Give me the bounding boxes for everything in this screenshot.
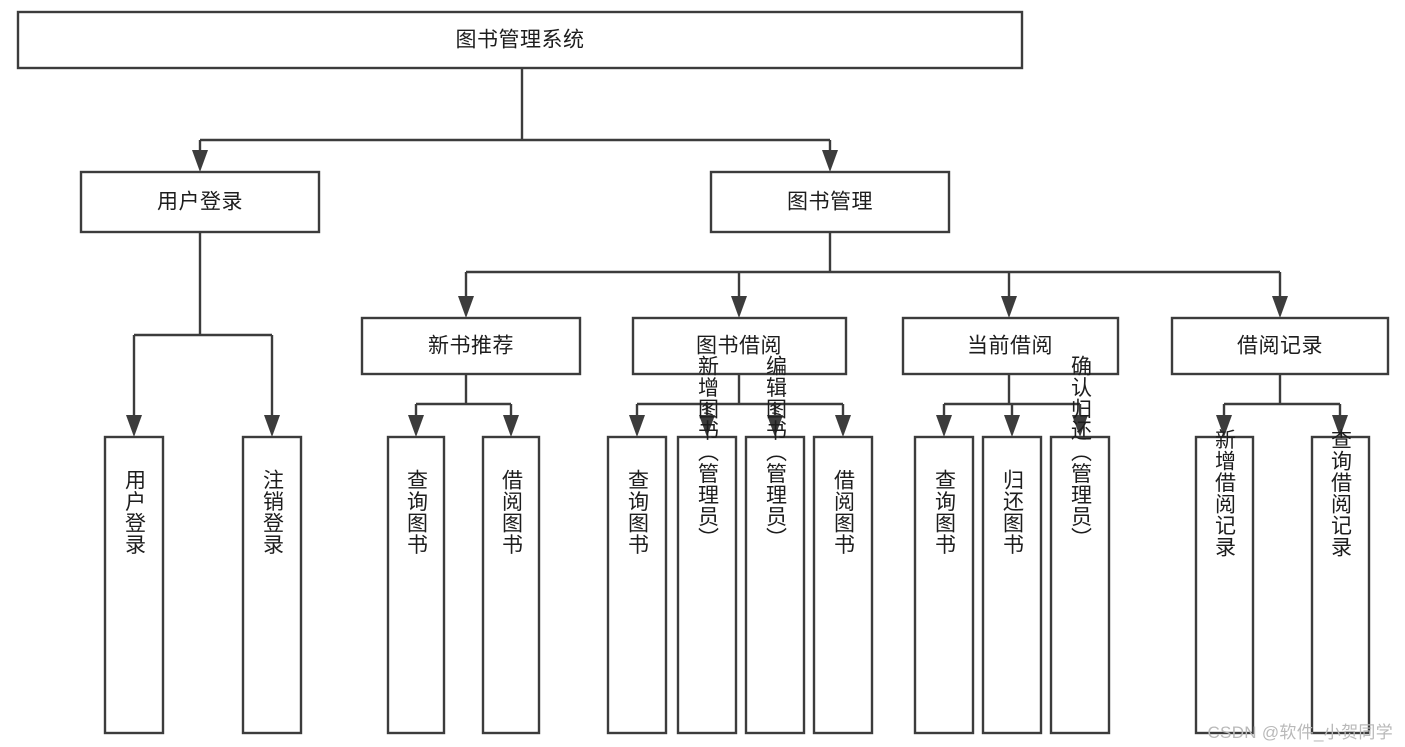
arrow-icon-leaf-user-login — [126, 415, 142, 437]
node-user-login-label: 用户登录 — [157, 191, 243, 214]
node-leaf-user-login-box[interactable] — [103, 435, 165, 735]
node-leaf-user-login[interactable]: 用户登录 — [103, 435, 165, 735]
node-leaf-logout[interactable]: 注销登录 — [241, 435, 303, 735]
node-leaf-query-book-3-label: 查询图书 — [933, 469, 957, 555]
node-borrow-record[interactable]: 借阅记录 — [1170, 316, 1390, 376]
node-book-borrow-box[interactable] — [631, 316, 848, 376]
node-root-label: 图书管理系统 — [456, 29, 585, 52]
node-leaf-user-login-label: 用户登录 — [123, 469, 147, 555]
node-current-borrow-label: 当前借阅 — [967, 335, 1053, 358]
node-leaf-query-book-2-box[interactable] — [606, 435, 668, 735]
arrow-icon-book-management — [822, 150, 838, 172]
arrow-icon-user-login — [192, 150, 208, 172]
node-new-book-recommend[interactable]: 新书推荐 — [360, 316, 582, 376]
arrow-icon-leaf-confirm-return — [1072, 415, 1088, 437]
arrow-icon-leaf-logout — [264, 415, 280, 437]
arrow-icon-new-book-recommend — [458, 296, 474, 318]
arrow-icon-leaf-add-book — [699, 415, 715, 437]
node-leaf-add-book[interactable]: 新增图书（管理员） — [676, 355, 738, 735]
node-book-borrow-label: 图书借阅 — [696, 335, 782, 358]
node-book-management-box[interactable] — [709, 170, 951, 234]
node-leaf-query-book-3-box[interactable] — [913, 435, 975, 735]
node-borrow-record-box[interactable] — [1170, 316, 1390, 376]
node-leaf-edit-book-box[interactable] — [744, 435, 806, 735]
node-leaf-borrow-book-2-box[interactable] — [812, 435, 874, 735]
node-borrow-record-label: 借阅记录 — [1237, 335, 1323, 358]
node-leaf-borrow-book-2[interactable]: 借阅图书 — [812, 435, 874, 735]
node-leaf-return-book-box[interactable] — [981, 435, 1043, 735]
arrow-icon-borrow-record — [1272, 296, 1288, 318]
arrow-icon-leaf-borrow-book-2 — [835, 415, 851, 437]
node-new-book-recommend-box[interactable] — [360, 316, 582, 376]
node-user-login-box[interactable] — [79, 170, 321, 234]
arrow-icon-leaf-borrow-book-1 — [503, 415, 519, 437]
node-current-borrow[interactable]: 当前借阅 — [901, 316, 1120, 376]
node-leaf-confirm-return-box[interactable] — [1049, 435, 1111, 735]
arrow-icon-leaf-add-record — [1216, 415, 1232, 437]
node-book-management[interactable]: 图书管理 — [709, 170, 951, 234]
arrow-icon-leaf-edit-book — [767, 415, 783, 437]
node-leaf-add-record[interactable]: 新增借阅记录 — [1194, 429, 1255, 735]
arrow-icon-leaf-query-record — [1332, 415, 1348, 437]
node-leaf-query-book-2-label: 查询图书 — [626, 469, 650, 555]
node-leaf-logout-label: 注销登录 — [261, 469, 285, 555]
node-leaf-query-record-box[interactable] — [1310, 435, 1371, 735]
node-leaf-query-book-1-label: 查询图书 — [405, 469, 429, 555]
node-leaf-borrow-book-1[interactable]: 借阅图书 — [481, 435, 541, 735]
node-user-login[interactable]: 用户登录 — [79, 170, 321, 234]
node-leaf-confirm-return-label: 确认归还（管理员） — [1069, 355, 1093, 549]
node-leaf-return-book-label: 归还图书 — [1001, 469, 1025, 555]
node-root-box[interactable] — [16, 10, 1024, 70]
node-leaf-edit-book[interactable]: 编辑图书（管理员） — [744, 355, 806, 735]
arrow-icon-leaf-query-book-3 — [936, 415, 952, 437]
node-leaf-borrow-book-1-box[interactable] — [481, 435, 541, 735]
node-leaf-query-record[interactable]: 查询借阅记录 — [1310, 429, 1371, 735]
node-book-borrow[interactable]: 图书借阅 — [631, 316, 848, 376]
connector-layer — [126, 68, 1348, 437]
arrow-icon-book-borrow — [731, 296, 747, 318]
node-leaf-borrow-book-1-label: 借阅图书 — [500, 469, 524, 555]
node-leaf-query-book-1[interactable]: 查询图书 — [386, 435, 446, 735]
arrow-icon-leaf-query-book-2 — [629, 415, 645, 437]
node-leaf-query-book-3[interactable]: 查询图书 — [913, 435, 975, 735]
node-leaf-add-book-label: 新增图书（管理员） — [696, 355, 720, 549]
node-leaf-add-record-label: 新增借阅记录 — [1213, 429, 1237, 558]
arrow-icon-leaf-return-book — [1004, 415, 1020, 437]
node-leaf-return-book[interactable]: 归还图书 — [981, 435, 1043, 735]
node-current-borrow-box[interactable] — [901, 316, 1120, 376]
node-leaf-add-book-box[interactable] — [676, 435, 738, 735]
node-leaf-query-record-label: 查询借阅记录 — [1329, 429, 1353, 558]
arrow-icon-leaf-query-book-1 — [408, 415, 424, 437]
node-new-book-recommend-label: 新书推荐 — [428, 335, 514, 358]
node-leaf-confirm-return[interactable]: 确认归还（管理员） — [1049, 355, 1111, 735]
node-leaf-borrow-book-2-label: 借阅图书 — [832, 469, 856, 555]
node-leaf-query-book-2[interactable]: 查询图书 — [606, 435, 668, 735]
node-leaf-query-book-1-box[interactable] — [386, 435, 446, 735]
node-root[interactable]: 图书管理系统 — [16, 10, 1024, 70]
arrow-icon-current-borrow — [1001, 296, 1017, 318]
node-book-management-label: 图书管理 — [787, 191, 873, 214]
node-leaf-edit-book-label: 编辑图书（管理员） — [764, 355, 788, 549]
node-leaf-add-record-box[interactable] — [1194, 435, 1255, 735]
node-leaf-logout-box[interactable] — [241, 435, 303, 735]
